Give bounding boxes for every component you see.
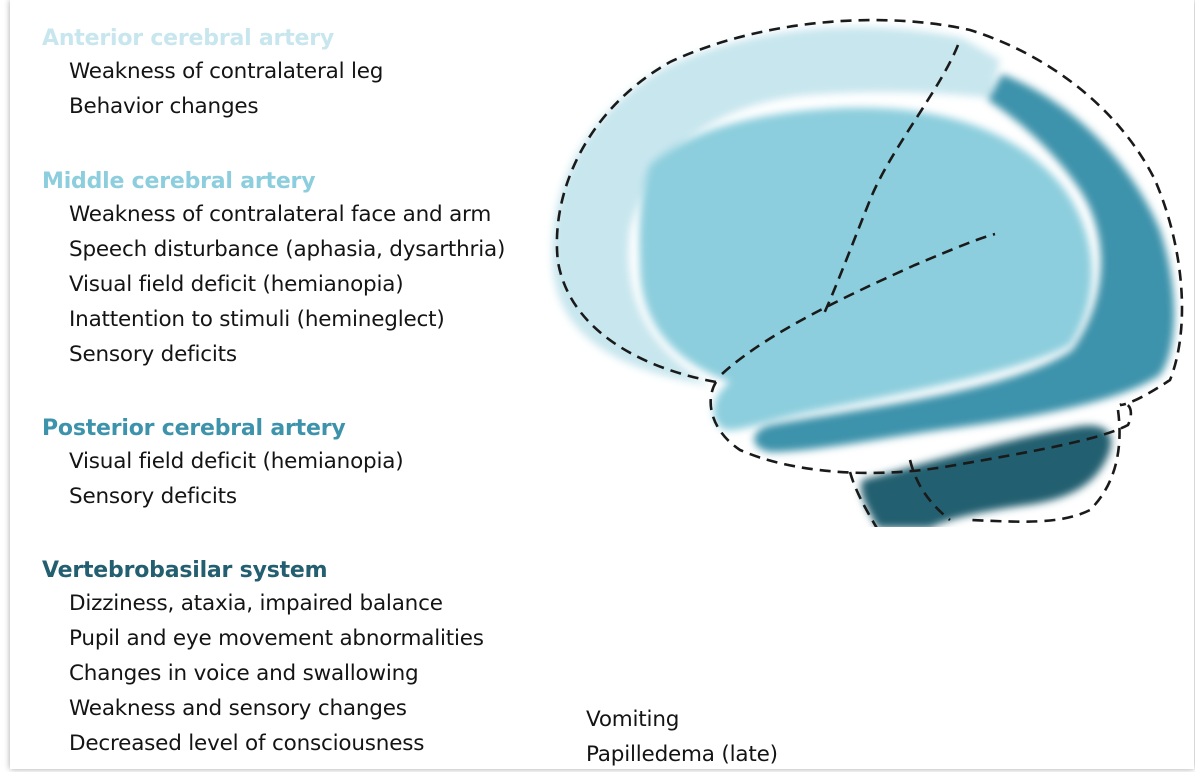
symptom-item: Weakness and sensory changes: [42, 691, 484, 726]
symptom-item: Visual field deficit (hemianopia): [42, 444, 403, 479]
symptom-item: Weakness of contralateral face and arm: [42, 197, 505, 232]
symptom-item: Vomiting: [586, 702, 778, 737]
symptom-item: Speech disturbance (aphasia, dysarthria): [42, 232, 505, 267]
symptom-item: Sensory deficits: [42, 337, 505, 372]
symptom-item: Dizziness, ataxia, impaired balance: [42, 586, 484, 621]
symptom-item: Inattention to stimuli (hemineglect): [42, 302, 505, 337]
section-heading: Anterior cerebral artery: [42, 24, 383, 54]
symptom-item: Behavior changes: [42, 89, 383, 124]
section-posterior-cerebral-artery: Posterior cerebral artery Visual field d…: [42, 414, 403, 514]
symptom-item: Changes in voice and swallowing: [42, 656, 484, 691]
symptom-item: Visual field deficit (hemianopia): [42, 267, 505, 302]
section-vertebrobasilar-system: Vertebrobasilar system Dizziness, ataxia…: [42, 556, 484, 761]
figure-frame: Anterior cerebral artery Weakness of con…: [10, 0, 1194, 769]
section-heading: Middle cerebral artery: [42, 167, 505, 197]
section-heading: Vertebrobasilar system: [42, 556, 484, 586]
vertebrobasilar-territory: [861, 426, 1111, 528]
symptom-item: Decreased level of consciousness: [42, 726, 484, 761]
symptom-item: Papilledema (late): [586, 737, 778, 772]
additional-symptoms: Vomiting Papilledema (late): [586, 702, 778, 772]
symptom-item: Pupil and eye movement abnormalities: [42, 621, 484, 656]
section-middle-cerebral-artery: Middle cerebral artery Weakness of contr…: [42, 167, 505, 372]
section-heading: Posterior cerebral artery: [42, 414, 403, 444]
symptom-item: Weakness of contralateral leg: [42, 54, 383, 89]
symptom-item: Sensory deficits: [42, 479, 403, 514]
section-anterior-cerebral-artery: Anterior cerebral artery Weakness of con…: [42, 24, 383, 124]
